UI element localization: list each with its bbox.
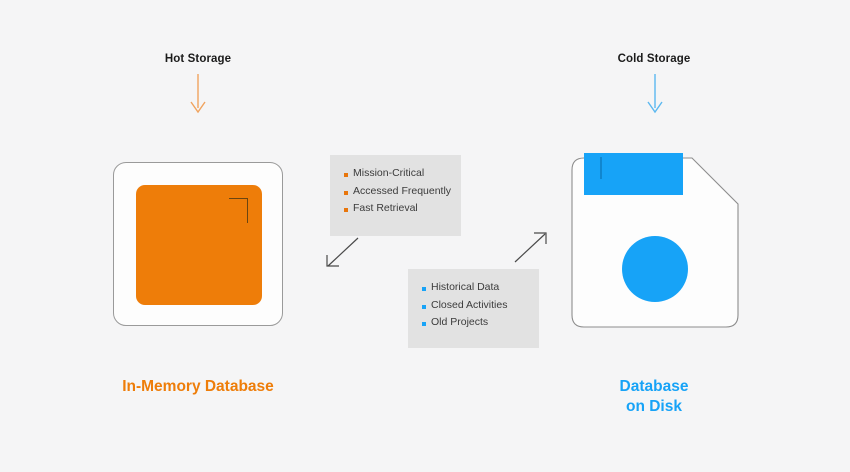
in-memory-database-caption: In-Memory Database — [122, 378, 274, 395]
database-on-disk-caption: Database on Disk — [619, 378, 689, 415]
cold-storage-title: Cold Storage — [617, 53, 691, 65]
floppy-disk-shutter-tick — [600, 157, 602, 179]
arrow-to-memory-icon — [322, 236, 362, 277]
list-item: Fast Retrieval — [344, 203, 447, 214]
bullet-label: Old Projects — [431, 316, 489, 328]
memory-chip-icon — [113, 162, 283, 326]
bullet-label: Closed Activities — [431, 298, 508, 311]
list-item: Accessed Frequently — [344, 185, 451, 197]
bullet-square-icon — [422, 322, 426, 326]
bullet-square-icon — [344, 190, 348, 195]
hot-storage-title: Hot Storage — [164, 53, 232, 65]
bullet-label: Mission-Critical — [353, 167, 425, 179]
bullet-square-icon — [422, 304, 426, 309]
arrow-to-disk-icon — [512, 228, 552, 271]
list-item: Closed Activities — [422, 298, 525, 311]
memory-chip-core — [136, 185, 262, 305]
hot-storage-callout: Mission-Critical Accessed Frequently Fas… — [330, 155, 461, 236]
bullet-square-icon — [344, 208, 348, 212]
bullet-label: Accessed Frequently — [353, 184, 452, 197]
cold-storage-callout: Historical Data Closed Activities Old Pr… — [408, 269, 539, 348]
floppy-disk-icon — [571, 153, 739, 328]
list-item: Historical Data — [422, 282, 525, 293]
bullet-label: Fast Retrieval — [353, 202, 418, 214]
floppy-disk-shutter — [584, 153, 683, 195]
bullet-square-icon — [422, 287, 426, 291]
list-item: Old Projects — [422, 317, 525, 328]
hot-storage-arrow-down-icon — [180, 74, 216, 121]
floppy-disk-hub — [622, 236, 688, 302]
memory-chip-corner-mark — [229, 198, 248, 223]
list-item: Mission-Critical — [344, 168, 447, 179]
cold-storage-arrow-down-icon — [637, 74, 673, 121]
bullet-square-icon — [344, 173, 348, 177]
bullet-label: Historical Data — [431, 281, 500, 293]
